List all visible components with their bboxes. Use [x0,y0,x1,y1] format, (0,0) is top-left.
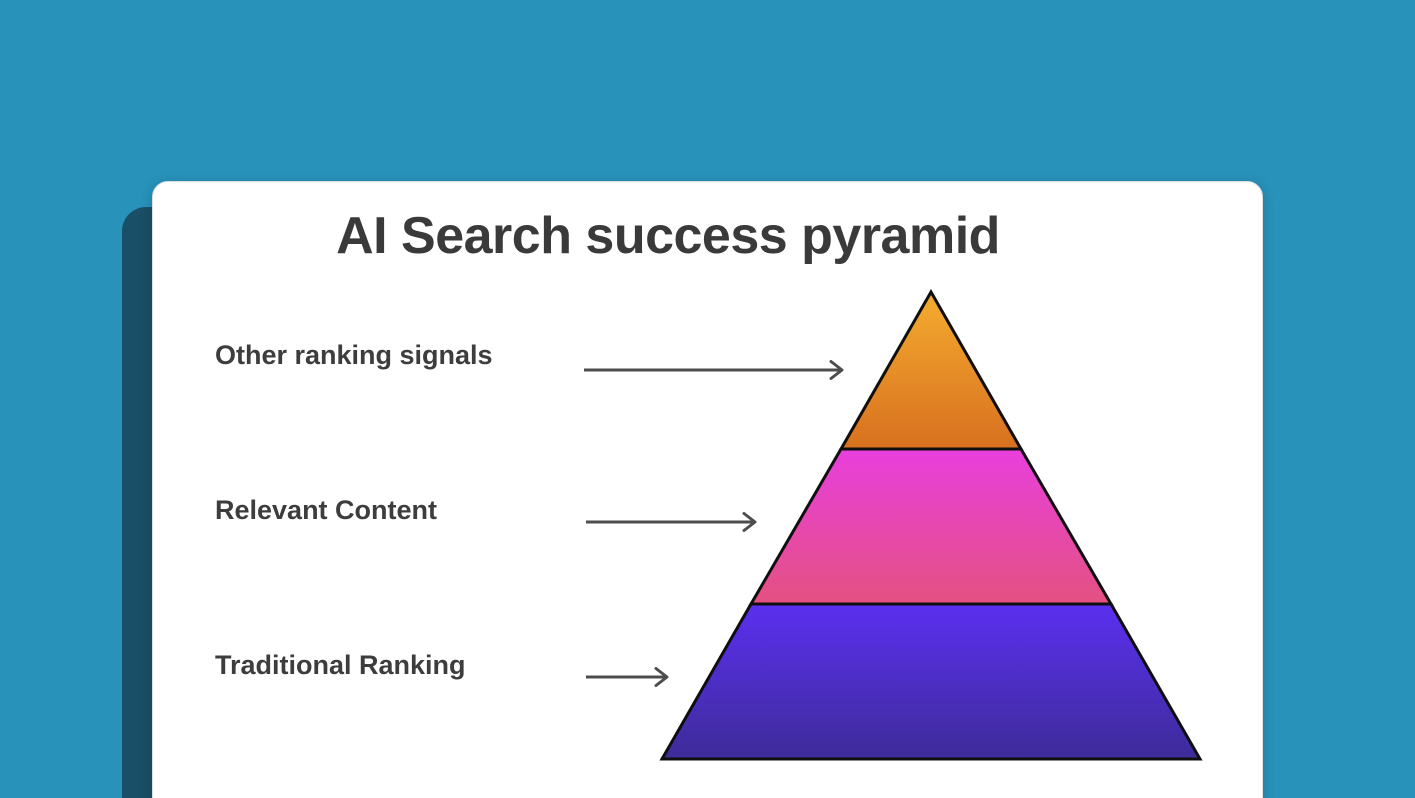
diagram-title: AI Search success pyramid [336,207,1000,265]
pyramid-tier-bottom [659,602,1203,761]
tier-label-traditional-ranking: Traditional Ranking [215,650,466,680]
tier-label-other-ranking-signals: Other ranking signals [215,340,493,370]
pyramid-tier-middle [748,447,1114,606]
tier-label-relevant-content: Relevant Content [215,495,438,525]
pyramid-tier-top [838,288,1024,451]
